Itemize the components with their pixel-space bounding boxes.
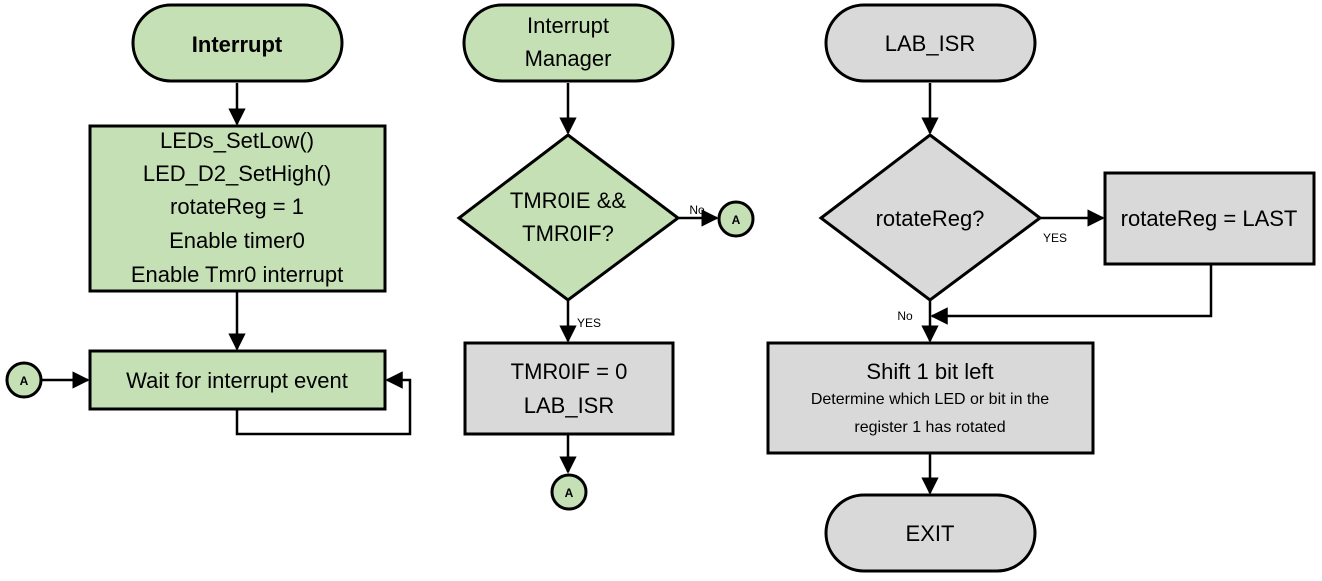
manager-label-line2: Manager	[525, 46, 612, 71]
exit-terminal: EXIT	[824, 493, 1037, 573]
shift-title: Shift 1 bit left	[866, 359, 993, 384]
wait-loop-arrow	[235, 371, 412, 436]
wait-label: Wait for interrupt event	[126, 368, 348, 393]
connector-a-right-label: A	[732, 213, 741, 227]
lab-isr-label: LAB_ISR	[885, 31, 976, 56]
shift-process-box: Shift 1 bit left Determine which LED or …	[766, 341, 1095, 455]
set-last-process-box: rotateReg = LAST	[1103, 171, 1316, 266]
init-line-2: LED_D2_SetHigh()	[143, 161, 331, 186]
arrow-set-last-to-merge	[930, 265, 1213, 325]
decision-line-1: TMR0IE &&	[510, 188, 626, 213]
init-process-box: LEDs_SetLow() LED_D2_SetHigh() rotateReg…	[88, 124, 387, 293]
rotatereg-decision-label: rotateReg?	[876, 206, 985, 231]
connector-a-bottom-label: A	[565, 486, 574, 500]
shift-desc-line-1: Determine which LED or bit in the	[811, 391, 1049, 408]
wait-process-box: Wait for interrupt event	[88, 349, 387, 411]
rotatereg-yes-label: YES	[1043, 231, 1067, 245]
tmr0-decision-diamond: TMR0IE && TMR0IF?	[456, 133, 681, 302]
decision-no-label: No	[689, 203, 705, 217]
set-last-label: rotateReg = LAST	[1121, 206, 1298, 231]
interrupt-start-terminal: Interrupt	[131, 3, 344, 83]
interrupt-manager-terminal: Interrupt Manager	[462, 3, 675, 83]
init-line-4: Enable timer0	[169, 228, 305, 253]
process-line-1: TMR0IF = 0	[511, 359, 628, 384]
connector-a-col1: A	[5, 361, 43, 399]
tmr0-clear-process-box: TMR0IF = 0 LAB_ISR	[463, 341, 675, 436]
manager-label-line1: Interrupt	[527, 13, 609, 38]
init-line-5: Enable Tmr0 interrupt	[131, 262, 343, 287]
init-line-3: rotateReg = 1	[170, 194, 304, 219]
shift-desc-line-2: register 1 has rotated	[854, 419, 1005, 436]
lab-isr-terminal: LAB_ISR	[824, 3, 1037, 83]
connector-a-col1-label: A	[20, 374, 29, 388]
decision-yes-label: YES	[577, 316, 601, 330]
connector-a-right: A	[717, 200, 755, 238]
decision-line-2: TMR0IF?	[522, 221, 614, 246]
rotatereg-no-label: No	[897, 309, 913, 323]
connector-a-bottom: A	[550, 473, 588, 511]
process-line-2: LAB_ISR	[524, 393, 615, 418]
init-line-1: LEDs_SetLow()	[160, 128, 314, 153]
exit-label: EXIT	[906, 521, 955, 546]
rotatereg-decision-diamond: rotateReg?	[818, 133, 1043, 302]
interrupt-start-label: Interrupt	[192, 32, 283, 57]
